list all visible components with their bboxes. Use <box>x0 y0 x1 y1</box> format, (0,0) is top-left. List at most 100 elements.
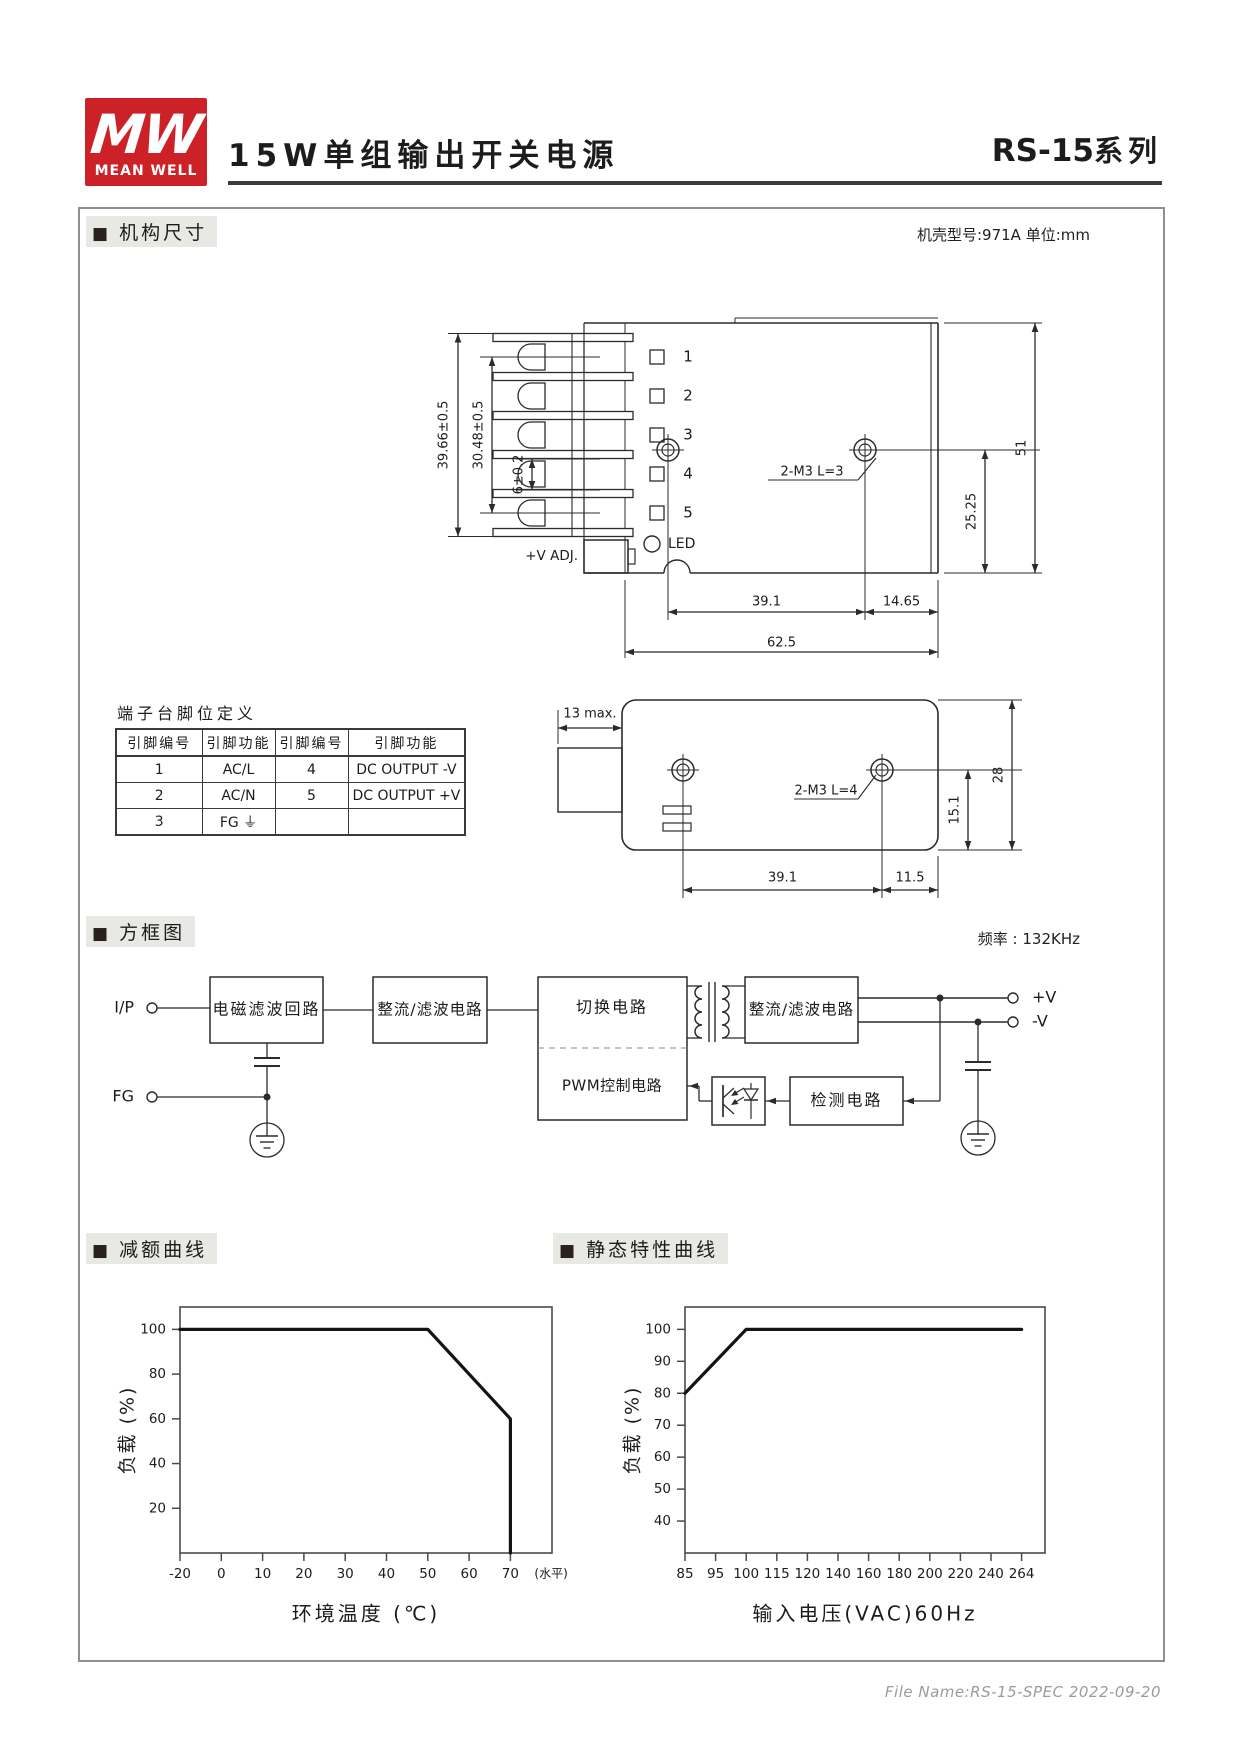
series-suffix: 系列 <box>1093 134 1162 168</box>
svg-text:60: 60 <box>149 1411 166 1427</box>
pin-table-header: 引脚功能 <box>201 728 276 757</box>
logo-mw-icon: MW <box>88 103 205 166</box>
series-title: RS-15系列 <box>992 128 1162 170</box>
svg-text:整流/滤波电路: 整流/滤波电路 <box>377 1001 482 1019</box>
svg-text:输入电压(VAC)60Hz: 输入电压(VAC)60Hz <box>752 1602 977 1626</box>
svg-text:15.1: 15.1 <box>948 796 963 825</box>
svg-text:13 max.: 13 max. <box>563 707 616 722</box>
svg-text:39.1: 39.1 <box>752 595 781 610</box>
section-bullet-icon: ■ <box>92 224 112 244</box>
pin-cell: AC/L <box>201 755 276 783</box>
frequency-note: 频率 : 132KHz <box>977 930 1080 948</box>
svg-text:10: 10 <box>254 1566 271 1582</box>
file-name-footer: File Name:RS-15-SPEC 2022-09-20 <box>884 1683 1161 1701</box>
svg-text:90: 90 <box>654 1353 671 1369</box>
pin-cell: AC/N <box>201 782 276 809</box>
svg-text:环境温度 (℃): 环境温度 (℃) <box>292 1602 440 1626</box>
svg-text:I/P: I/P <box>114 998 134 1017</box>
svg-text:25.25: 25.25 <box>965 493 980 530</box>
svg-text:100: 100 <box>140 1321 166 1337</box>
svg-text:负载 (%): 负载 (%) <box>622 1386 644 1475</box>
svg-text:62.5: 62.5 <box>767 636 796 651</box>
svg-text:140: 140 <box>825 1566 851 1582</box>
svg-text:负载 (%): 负载 (%) <box>117 1386 139 1475</box>
case-model-note: 机壳型号:971A 单位:mm <box>917 226 1090 244</box>
svg-text:2-M3 L=4: 2-M3 L=4 <box>795 784 858 799</box>
svg-text:40: 40 <box>378 1566 395 1582</box>
svg-text:100: 100 <box>733 1566 759 1582</box>
svg-text:80: 80 <box>149 1366 166 1382</box>
svg-text:20: 20 <box>149 1500 166 1516</box>
svg-text:70: 70 <box>502 1566 519 1582</box>
section-static-text: 静态特性曲线 <box>586 1239 719 1261</box>
section-bullet-icon: ■ <box>92 924 112 944</box>
section-bullet-icon: ■ <box>92 1241 112 1261</box>
svg-text:整流/滤波电路: 整流/滤波电路 <box>749 1001 854 1019</box>
svg-text:160: 160 <box>856 1566 882 1582</box>
pin-table-title: 端子台脚位定义 <box>117 704 258 723</box>
svg-text:240: 240 <box>978 1566 1004 1582</box>
svg-text:+V: +V <box>1032 988 1056 1007</box>
svg-text:85: 85 <box>676 1566 693 1582</box>
svg-text:2: 2 <box>683 387 693 405</box>
svg-text:2-M3 L=3: 2-M3 L=3 <box>781 465 844 480</box>
svg-text:51: 51 <box>1015 440 1030 457</box>
section-derating-label: ■ 减额曲线 <box>86 1233 218 1264</box>
title-rule <box>228 181 1162 185</box>
svg-text:切换电路: 切换电路 <box>576 998 648 1017</box>
svg-text:30.48±0.5: 30.48±0.5 <box>472 401 487 470</box>
svg-text:220: 220 <box>948 1566 974 1582</box>
logo-brand-text: MEAN WELL <box>94 163 198 179</box>
svg-text:LED: LED <box>668 536 695 552</box>
svg-text:4: 4 <box>683 465 693 483</box>
svg-text:-20: -20 <box>169 1566 191 1582</box>
block-diagram-group: I/PFG电磁滤波回路整流/滤波电路切换电路PWM控制电路整流/滤波电路+V-V… <box>112 976 1056 1158</box>
svg-text:PWM控制电路: PWM控制电路 <box>562 1077 662 1095</box>
pin-table-header-row: 引脚编号引脚功能引脚编号引脚功能 <box>115 728 466 757</box>
svg-text:100: 100 <box>645 1321 671 1337</box>
pin-cell <box>274 808 349 836</box>
section-static-label: ■ 静态特性曲线 <box>553 1233 729 1264</box>
section-derating-text: 减额曲线 <box>119 1239 208 1261</box>
pin-cell: FG ⏚ <box>201 808 276 836</box>
svg-text:80: 80 <box>654 1385 671 1401</box>
svg-text:0: 0 <box>217 1566 226 1582</box>
svg-text:180: 180 <box>886 1566 912 1582</box>
pin-table-header: 引脚编号 <box>274 728 349 757</box>
svg-text:264: 264 <box>1009 1566 1035 1582</box>
section-mechanical-label: ■机构尺寸 <box>86 216 218 247</box>
svg-text:60: 60 <box>461 1566 478 1582</box>
pin-cell: 4 <box>274 755 349 783</box>
svg-text:40: 40 <box>149 1456 166 1472</box>
pin-cell: 2 <box>115 782 203 809</box>
section-block-text: 方框图 <box>119 922 186 944</box>
pin-table-header: 引脚功能 <box>347 728 466 757</box>
svg-text:40: 40 <box>654 1513 671 1529</box>
svg-text:30: 30 <box>337 1566 354 1582</box>
pin-table-header: 引脚编号 <box>115 728 203 757</box>
svg-text:(水平): (水平) <box>534 1567 567 1581</box>
svg-text:28: 28 <box>992 767 1007 784</box>
section-bullet-icon: ■ <box>559 1241 579 1261</box>
svg-text:1: 1 <box>683 348 693 366</box>
brand-logo: MW MEAN WELL <box>85 98 207 186</box>
svg-text:50: 50 <box>654 1481 671 1497</box>
svg-text:50: 50 <box>419 1566 436 1582</box>
series-name: RS-15 <box>991 133 1094 169</box>
pin-cell: DC OUTPUT -V <box>347 755 466 783</box>
page-title: 15W单组输出开关电源 <box>228 138 620 174</box>
svg-text:39.66±0.5: 39.66±0.5 <box>437 401 452 470</box>
svg-text:200: 200 <box>917 1566 943 1582</box>
